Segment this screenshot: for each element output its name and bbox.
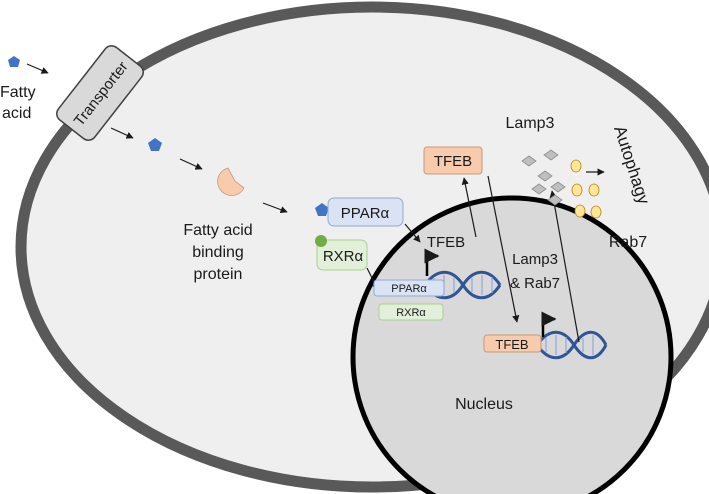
tfeb-cytoplasm-box [423,146,483,175]
rab7-icons [570,159,602,219]
ppar-alpha-dna-label: PPARα [391,283,427,295]
ppar-alpha-label: PPARα [341,205,390,222]
dna-helix-2 [535,330,608,360]
lamp3-icons [521,149,566,206]
tfeb-upregulated-label: TFEB [427,234,465,251]
ppar-alpha-dna-box [373,279,445,297]
ppar-alpha-box [327,197,404,227]
tfeb-nuclear-box [483,334,542,353]
rab7-label: Rab7 [609,234,647,251]
arrow-fatty-acid-in [26,63,49,74]
rxr-alpha-dna-box [378,303,444,321]
lamp3-rab7-gene-label: Lamp3& Rab7 [510,251,560,292]
arrow-transporter-out [110,127,134,139]
promoter-arrow-2 [541,311,557,337]
lamp3-label: Lamp3 [506,115,555,132]
promoter-arrow-1 [424,248,440,276]
ppar-ligand-icon [315,203,329,216]
tfeb-nuclear-label: TFEB [495,337,528,352]
arrow-tfeb-import [487,175,520,323]
fabp-icon [217,167,245,196]
rxr-ligand-icon [315,235,327,247]
arrow-to-fabp [179,158,203,170]
fatty-acid-icon [8,56,20,67]
fatty-acid-cytoplasm-icon [148,138,162,151]
tfeb-cytoplasm-label: TFEB [434,153,472,170]
arrow-tfeb-export [461,177,477,238]
nucleus-label: Nucleus [455,396,513,413]
arrow-lamp3-rab7-export [549,190,580,343]
rxr-alpha-box [316,239,368,271]
arrow-to-ppar [262,202,288,214]
arrow-ppar-to-dna [404,223,421,243]
rxr-alpha-dna-label: RXRα [396,307,426,319]
rxr-alpha-label: RXRα [323,248,364,265]
